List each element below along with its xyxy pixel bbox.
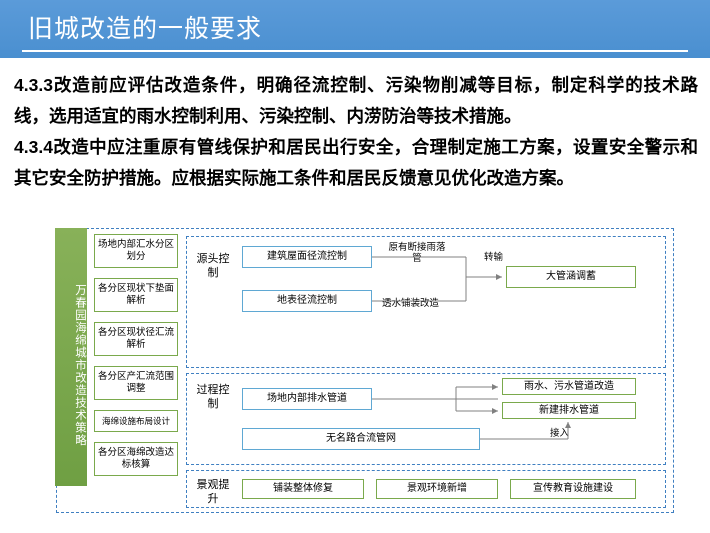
label-disconnect-downspout: 原有断接雨落管 (388, 242, 446, 264)
box-landscape-addition: 景观环境新增 (376, 479, 498, 499)
label-conveyance: 转输 (484, 252, 504, 263)
panel-landscape-upgrade-label: 景观提升 (196, 479, 230, 505)
panel-landscape-upgrade (186, 470, 666, 508)
diagram-side-label: 万春园海绵城市改造技术策略 (55, 228, 87, 486)
left-box-4: 各分区产汇流范围调整 (94, 366, 178, 400)
box-surface-runoff-control: 地表径流控制 (242, 290, 372, 312)
box-large-pipe-storage: 大管涵调蓄 (506, 266, 636, 288)
panel-process-control (186, 373, 666, 465)
left-box-5: 海绵设施布局设计 (94, 410, 178, 432)
paragraph-434: 4.3.4改造中应注重原有管线保护和居民出行安全，合理制定施工方案，设置安全警示… (14, 137, 698, 188)
label-permeable-paving: 透水铺装改造 (382, 298, 440, 309)
left-box-1: 场地内部汇水分区划分 (94, 234, 178, 268)
panel-process-control-label: 过程控制 (196, 384, 230, 410)
panel-source-control (186, 236, 666, 368)
panel-source-control-label: 源头控制 (196, 253, 230, 279)
paragraph-433: 4.3.3改造前应评估改造条件，明确径流控制、污染物削减等目标，制定科学的技术路… (14, 75, 698, 126)
box-paving-repair: 铺装整体修复 (242, 479, 364, 499)
slide-title-bar: 旧城改造的一般要求 (0, 0, 710, 58)
box-rain-sewage-pipe-retrofit: 雨水、污水管道改造 (502, 378, 636, 395)
left-box-3: 各分区现状径汇流解析 (94, 322, 178, 356)
left-box-2: 各分区现状下垫面解析 (94, 278, 178, 312)
box-unnamed-road-combined-network: 无名路合流管网 (242, 428, 480, 450)
box-education-facilities: 宣传教育设施建设 (510, 479, 636, 499)
box-new-drainage-pipe: 新建排水管道 (502, 402, 636, 419)
left-process-column: 场地内部汇水分区划分 各分区现状下垫面解析 各分区现状径汇流解析 各分区产汇流范… (94, 234, 178, 486)
box-site-internal-drainage: 场地内部排水管道 (242, 388, 372, 410)
body-text: 4.3.3改造前应评估改造条件，明确径流控制、污染物削减等目标，制定科学的技术路… (14, 70, 698, 194)
strategy-diagram: 万春园海绵城市改造技术策略 场地内部汇水分区划分 各分区现状下垫面解析 各分区现… (55, 228, 674, 513)
box-roof-runoff-control: 建筑屋面径流控制 (242, 246, 372, 268)
page-title: 旧城改造的一般要求 (28, 15, 263, 43)
title-underline (22, 50, 688, 52)
left-box-6: 各分区海绵改造达标核算 (94, 442, 178, 476)
label-connect-in: 接入 (550, 428, 570, 439)
